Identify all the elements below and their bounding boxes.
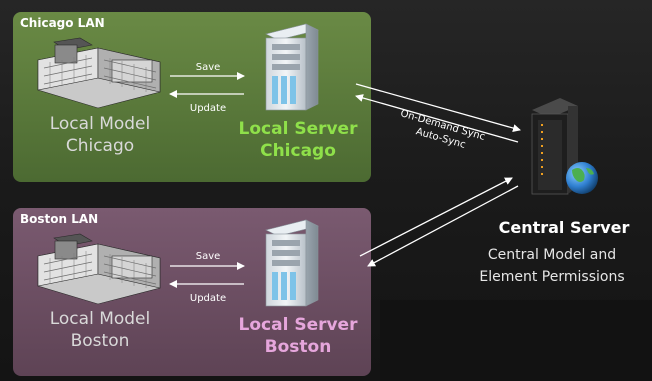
- chicago-model-line2: Chicago: [65, 136, 135, 156]
- central-desc-line1: Central Model and: [487, 247, 617, 263]
- boston-building-model-icon: [37, 233, 161, 305]
- chicago-model-line1: Local Model: [49, 114, 151, 134]
- boston-save-label: Save: [195, 251, 221, 262]
- boston-server-line2: Boston: [264, 337, 332, 357]
- chicago-save-label: Save: [195, 62, 221, 73]
- chicago-building-model-icon: [37, 37, 161, 109]
- central-desc-line2: Element Permissions: [479, 269, 625, 285]
- boston-local-model-label: Local Model Boston: [30, 308, 170, 352]
- boston-model-line2: Boston: [70, 331, 130, 351]
- chicago-local-server-label: Local Server Chicago: [226, 118, 370, 162]
- boston-lan-title: Boston LAN: [20, 212, 99, 226]
- boston-update-label: Update: [189, 293, 227, 304]
- boston-local-server-label: Local Server Boston: [226, 314, 370, 358]
- chicago-to-central-arrow: [355, 83, 521, 132]
- chicago-local-server-icon: [265, 23, 319, 111]
- boston-model-line1: Local Model: [49, 309, 151, 329]
- boston-to-central-arrow: [359, 177, 513, 257]
- boston-local-server-icon: [265, 219, 319, 307]
- boston-server-line1: Local Server: [238, 315, 358, 335]
- central-to-chicago-arrow: [355, 94, 519, 143]
- central-to-boston-arrow: [367, 185, 519, 267]
- chicago-server-line2: Chicago: [260, 141, 336, 161]
- central-server-title: Central Server: [498, 218, 630, 237]
- central-server-icon: [531, 98, 598, 195]
- chicago-local-model-label: Local Model Chicago: [30, 113, 170, 157]
- central-server-description: Central Model and Element Permissions: [462, 244, 642, 288]
- chicago-server-line1: Local Server: [238, 119, 358, 139]
- chicago-lan-title: Chicago LAN: [20, 16, 105, 30]
- chicago-update-label: Update: [189, 103, 227, 114]
